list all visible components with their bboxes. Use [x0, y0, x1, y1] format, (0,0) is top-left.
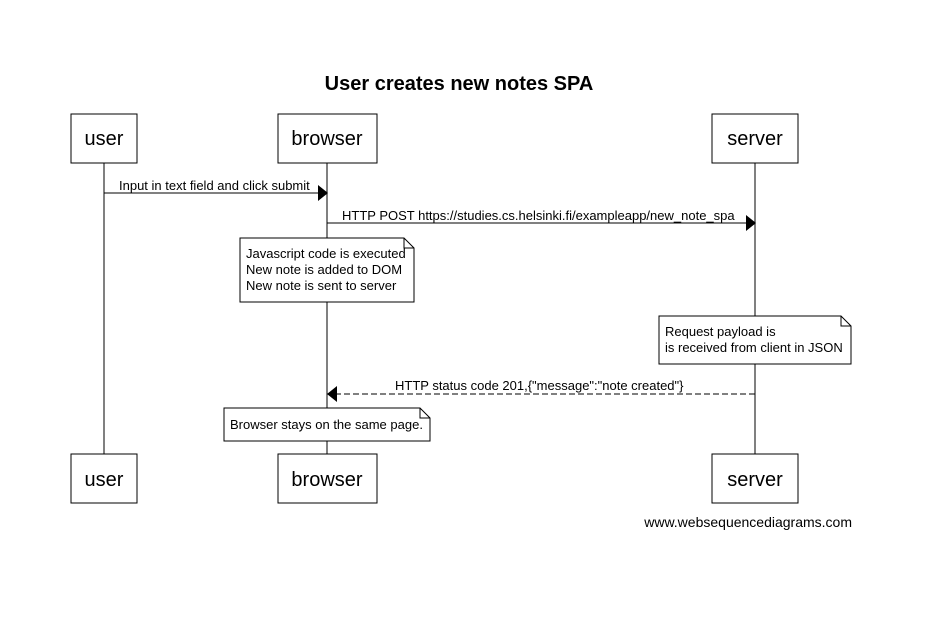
actor-browser-top-label: browser — [291, 128, 362, 150]
note-server-payload-line-2: is received from client in JSON — [665, 340, 843, 355]
actor-user-bottom-label: user — [85, 469, 124, 491]
message-server-to-browser: HTTP status code 201,{"message":"note cr… — [327, 378, 755, 402]
arrowhead-icon — [746, 215, 756, 231]
actor-server-bottom-label: server — [727, 469, 783, 491]
message-user-to-browser: Input in text field and click submit — [104, 178, 328, 201]
message-1-label: Input in text field and click submit — [119, 178, 310, 193]
note-server-payload-line-1: Request payload is — [665, 324, 776, 339]
arrowhead-icon — [327, 386, 337, 402]
message-browser-to-server: HTTP POST https://studies.cs.helsinki.fi… — [327, 208, 756, 231]
footer-credit: www.websequencediagrams.com — [643, 514, 852, 530]
actor-browser-bottom-label: browser — [291, 469, 362, 491]
actor-server-bottom: server — [711, 453, 799, 504]
actor-user-top: user — [70, 113, 138, 164]
note-browser-stays: Browser stays on the same page. — [223, 407, 431, 442]
actor-server-top-label: server — [727, 128, 783, 150]
actor-user-top-label: user — [85, 128, 124, 150]
note-server-payload: Request payload is is received from clie… — [658, 315, 852, 365]
actor-server-top: server — [711, 113, 799, 164]
arrowhead-icon — [318, 185, 328, 201]
actor-browser-top: browser — [277, 113, 378, 164]
note-browser-exec-line-1: Javascript code is executed — [246, 246, 406, 261]
actor-user-bottom: user — [70, 453, 138, 504]
note-browser-exec-line-2: New note is added to DOM — [246, 262, 402, 277]
note-browser-exec: Javascript code is executed New note is … — [239, 237, 415, 303]
message-2-label: HTTP POST https://studies.cs.helsinki.fi… — [342, 208, 735, 223]
actor-browser-bottom: browser — [277, 453, 378, 504]
note-browser-stays-line-1: Browser stays on the same page. — [230, 417, 423, 432]
message-3-label: HTTP status code 201,{"message":"note cr… — [395, 378, 684, 393]
diagram-title: User creates new notes SPA — [325, 73, 594, 95]
note-browser-exec-line-3: New note is sent to server — [246, 278, 397, 293]
